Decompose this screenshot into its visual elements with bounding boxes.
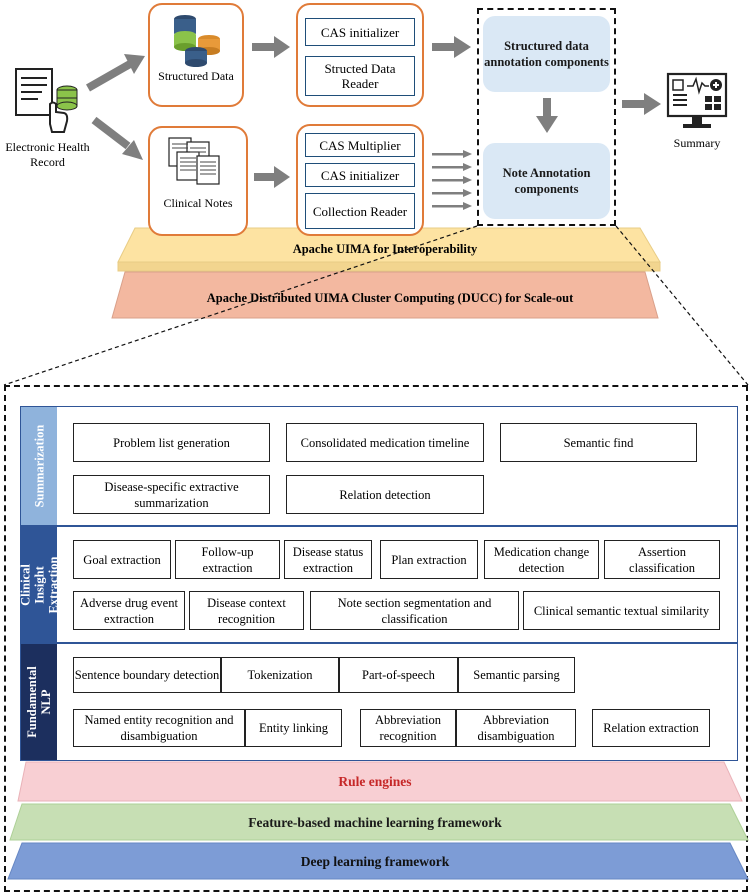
ehr-label: Electronic Health Record [5, 140, 90, 169]
structured-data-label: Structured Data [158, 69, 234, 83]
module-plan-extraction: Plan extraction [380, 540, 478, 579]
module-semantic-find: Semantic find [500, 423, 697, 462]
summary-monitor-icon [665, 72, 729, 134]
module-named-entity-recognition: Named entity recognition and disambiguat… [73, 709, 245, 747]
fundamental-nlp-label: Fundamental NLP [25, 666, 54, 738]
clinical-insight-section [20, 526, 738, 643]
deep-learning-layer [7, 842, 749, 880]
rule-engines-layer [17, 761, 743, 802]
module-disease-status-extraction: Disease status extraction [284, 540, 372, 579]
documents-icon [168, 137, 220, 185]
module-goal-extraction: Goal extraction [73, 540, 171, 579]
module-adverse-drug-event-extraction: Adverse drug event extraction [73, 591, 185, 630]
module-assertion-classification: Assertion classification [604, 540, 720, 579]
database-icon [174, 15, 220, 67]
arrow-ehr-to-notes [91, 116, 143, 160]
module-consolidated-medication-timeline: Consolidated medication timeline [286, 423, 484, 462]
module-disease-context-recognition: Disease context recognition [189, 591, 304, 630]
module-abbreviation-disambiguation: Abbreviation disambiguation [456, 709, 576, 747]
feature-ml-layer [9, 803, 749, 841]
module-entity-linking: Entity linking [245, 709, 342, 747]
module-abbreviation-recognition: Abbreviation recognition [360, 709, 456, 747]
arrow-structured-to-note-components [536, 98, 558, 133]
module-problem-list-generation: Problem list generation [73, 423, 270, 462]
summarization-sidebar: Summarization [21, 407, 57, 525]
uima-label: Apache UIMA for Interoperability [292, 241, 478, 256]
ducc-layer [111, 271, 659, 319]
module-sentence-boundary-detection: Sentence boundary detection [73, 657, 221, 693]
arrow-ehr-to-structured [86, 54, 145, 92]
module-clinical-semantic-textual-similarity: Clinical semantic textual similarity [523, 591, 720, 630]
cas-multiplier: CAS Multiplier [305, 133, 415, 157]
detail-frame [4, 385, 748, 892]
collection-reader: Collection Reader [305, 193, 415, 229]
summarization-label: Summarization [32, 424, 47, 508]
arrow-reader-to-structured-components [432, 36, 471, 58]
clinical-notes-label: Clinical Notes [163, 196, 233, 210]
arrow-structured-to-reader [252, 36, 290, 58]
clinical-insight-sidebar: Clinical Insight Extraction [18, 527, 60, 642]
zoom-line-left [3, 225, 478, 386]
annotation-components-frame [477, 8, 616, 226]
module-semantic-parsing: Semantic parsing [458, 657, 575, 693]
arrow-components-to-summary [622, 93, 661, 115]
arrow-notes-to-reader [254, 166, 290, 188]
rule-engines-label: Rule engines [338, 774, 412, 789]
module-relation-detection: Relation detection [286, 475, 484, 514]
fundamental-nlp-sidebar: Fundamental NLP [21, 644, 57, 760]
note-annotation-components: Note Annotation components [483, 143, 610, 219]
cas-initializer-structured: CAS initializer [305, 18, 415, 46]
module-follow-up-extraction: Follow-up extraction [175, 540, 280, 579]
ducc-label: Apache Distributed UIMA Cluster Computin… [206, 290, 574, 305]
clinical-notes-box: Clinical Notes [148, 126, 248, 236]
fundamental-nlp-section [20, 643, 738, 761]
summary-label: Summary [673, 136, 721, 150]
module-tokenization: Tokenization [221, 657, 339, 693]
module-medication-change-detection: Medication change detection [484, 540, 599, 579]
structured-data-reader: Structed Data Reader [305, 56, 415, 96]
module-part-of-speech: Part-of-speech [339, 657, 458, 693]
cas-initializer-notes: CAS initializer [305, 163, 415, 187]
ehr-document-icon [12, 66, 87, 136]
clinical-insight-label: Clinical Insight Extraction [18, 556, 60, 613]
arrows-reader-to-note-components [432, 150, 472, 210]
feature-ml-label: Feature-based machine learning framework [248, 815, 502, 830]
structured-data-box: Structured Data [148, 3, 244, 107]
module-disease-specific-summarization: Disease-specific extractive summarizatio… [73, 475, 270, 514]
deep-learning-label: Deep learning framework [300, 854, 450, 869]
structured-annotation-components: Structured data annotation components [483, 16, 610, 92]
summarization-section [20, 406, 738, 526]
module-relation-extraction: Relation extraction [592, 709, 710, 747]
module-note-section-segmentation: Note section segmentation and classifica… [310, 591, 519, 630]
